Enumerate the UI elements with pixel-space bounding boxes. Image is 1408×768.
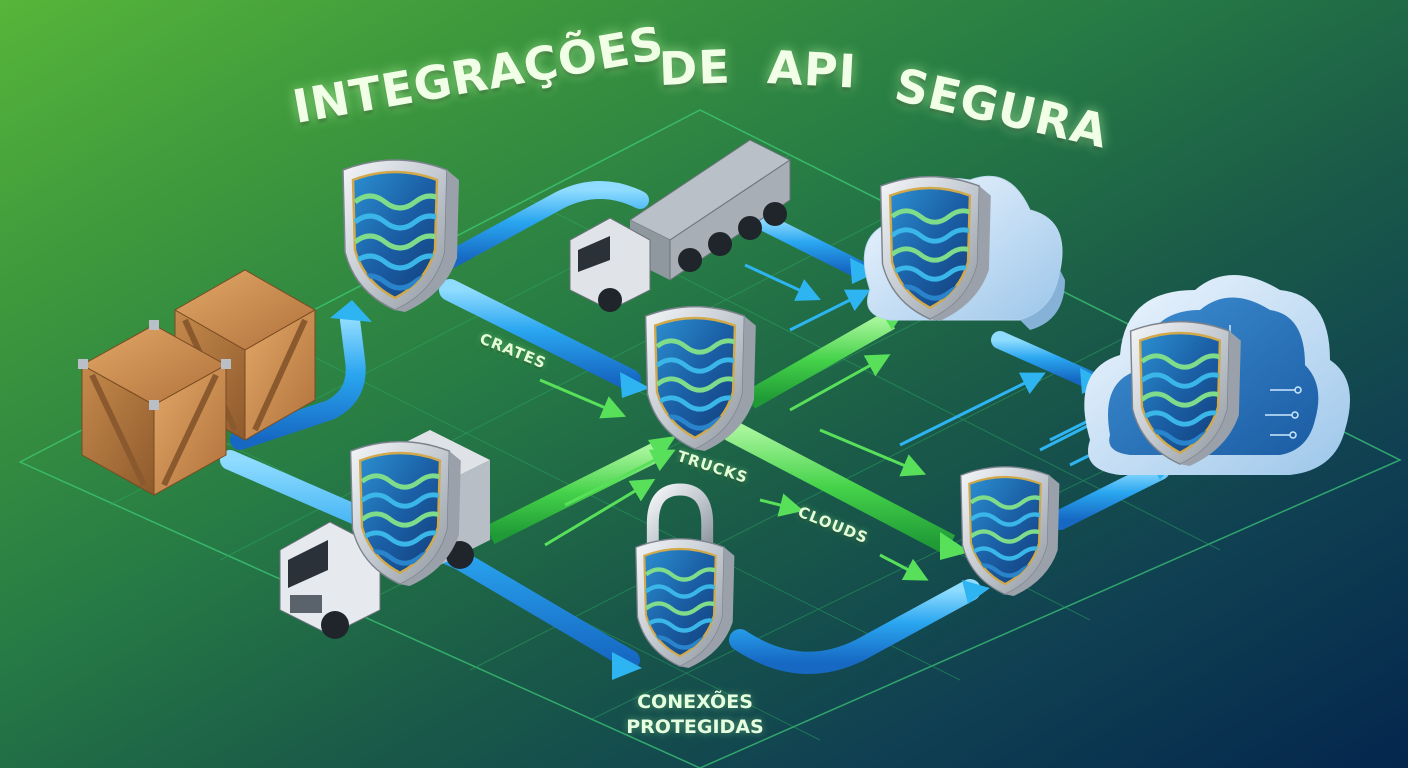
title-word-de: DE: [658, 39, 732, 96]
blue-data-pipes: [220, 181, 1170, 674]
title-word-api: API: [766, 40, 859, 99]
caption-line-1: CONEXÕES: [637, 691, 753, 713]
caption-line-2: PROTEGIDAS: [626, 716, 764, 738]
crates-icon: [78, 269, 317, 496]
caption-protected-connections: CONEXÕES PROTEGIDAS: [600, 690, 790, 740]
shield-icon: [961, 467, 1060, 596]
padlock-shield-icon: [636, 483, 735, 669]
dump-truck-icon: [569, 139, 791, 312]
green-data-pipes: [485, 311, 956, 555]
thin-flow-arrows: [539, 263, 1141, 581]
